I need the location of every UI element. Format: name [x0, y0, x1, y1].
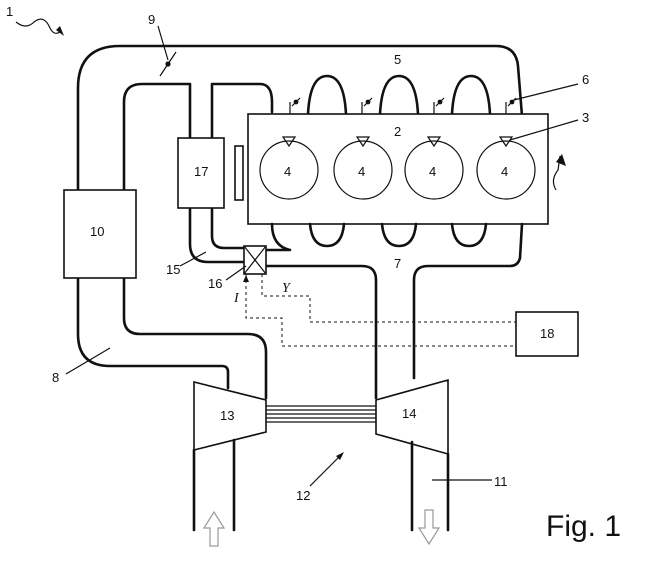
label-2: 2 — [394, 124, 401, 139]
intake-pipe-inner — [124, 278, 266, 398]
label-signal-I: I — [233, 291, 240, 306]
label-17: 17 — [194, 164, 208, 179]
label-15: 15 — [166, 262, 180, 277]
label-4a: 4 — [284, 164, 291, 179]
exhaust-runner-1 — [310, 224, 344, 246]
label-14: 14 — [402, 406, 416, 421]
label-5: 5 — [394, 52, 401, 67]
label-4b: 4 — [358, 164, 365, 179]
intake-runner-2 — [380, 76, 418, 114]
label-4c: 4 — [429, 164, 436, 179]
exhaust-manifold-inner — [266, 224, 376, 398]
throttle-valves-6 — [290, 98, 516, 114]
label-18: 18 — [540, 326, 554, 341]
egr-valve-16 — [244, 246, 266, 274]
exhaust-runner-2 — [382, 224, 416, 246]
outlet-flow-arrow — [419, 510, 439, 544]
intake-runner-3 — [452, 76, 490, 114]
intake-runner-1 — [308, 76, 346, 114]
label-11: 11 — [494, 474, 508, 489]
label-9: 9 — [148, 12, 155, 27]
label-12: 12 — [296, 488, 310, 503]
egr-pipe-inner — [212, 208, 244, 248]
label-signal-Y: Y — [282, 281, 292, 296]
turbo-shaft — [266, 406, 376, 422]
label-3: 3 — [582, 110, 589, 125]
label-4d: 4 — [501, 164, 508, 179]
label-10: 10 — [90, 224, 104, 239]
label-16: 16 — [208, 276, 222, 291]
label-8: 8 — [52, 370, 59, 385]
label-7: 7 — [394, 256, 401, 271]
signal-arrow-I — [243, 275, 249, 282]
label-13: 13 — [220, 408, 234, 423]
signal-line-Y — [262, 274, 516, 322]
label-6: 6 — [582, 72, 589, 87]
label-1: 1 — [6, 4, 13, 19]
exhaust-runner-3 — [452, 224, 486, 246]
figure-label: Fig. 1 — [546, 510, 621, 543]
throttle-valve-9 — [160, 52, 176, 76]
inlet-flow-arrow — [204, 512, 224, 546]
cooler-bracket — [235, 146, 243, 200]
egr-pipe-outer — [190, 208, 244, 262]
